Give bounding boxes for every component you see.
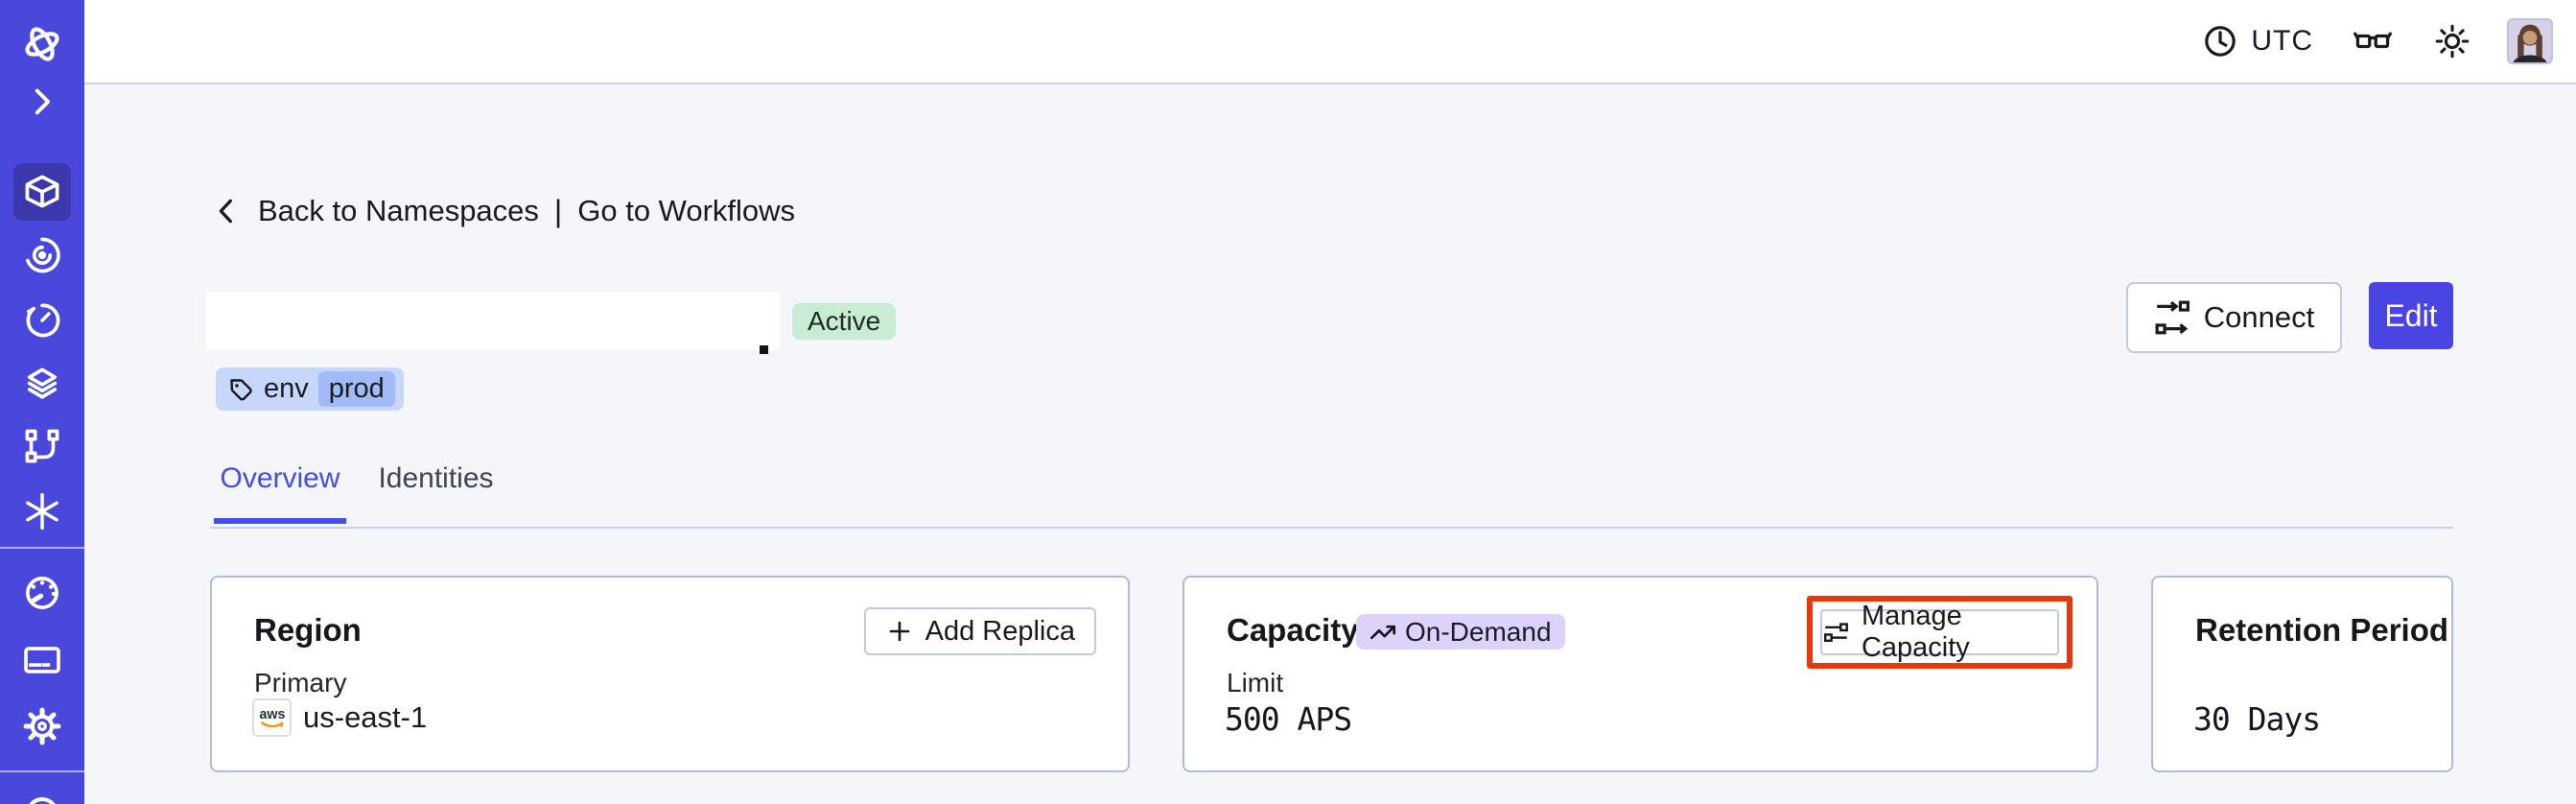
primary-label: Primary [254, 668, 347, 698]
annotation-highlight-box: Manage Capacity [1807, 596, 2073, 669]
breadcrumb-separator: | [553, 193, 563, 228]
theme-toggle[interactable] [2432, 21, 2472, 61]
sidebar [0, 0, 84, 804]
sidebar-expand-button[interactable] [0, 73, 84, 130]
asterisk-icon [26, 492, 59, 531]
chevron-right-icon [35, 88, 51, 115]
tag-icon [230, 378, 252, 400]
clock-history-icon [26, 303, 60, 338]
manage-capacity-label: Manage Capacity [1861, 601, 1970, 663]
breadcrumb: Back to Namespaces | Go to Workflows [210, 192, 795, 230]
chevron-left-icon[interactable] [210, 195, 243, 227]
region-value: us-east-1 [303, 700, 428, 734]
sidebar-item-spiral[interactable] [0, 226, 84, 284]
timezone-button[interactable] [2201, 22, 2239, 60]
tag-value-label: prod [317, 371, 395, 407]
sidebar-item-branch[interactable] [0, 417, 84, 475]
spiral-eye-icon [26, 237, 60, 273]
connect-button[interactable]: Connect [2126, 282, 2342, 353]
tabs-divider-line [210, 527, 2453, 529]
tab-overview[interactable]: Overview [214, 462, 346, 524]
gear-icon [23, 707, 61, 745]
add-replica-button[interactable]: Add Replica [863, 607, 1096, 655]
capacity-card-title: Capacity [1227, 612, 1359, 648]
status-badge: Active [792, 303, 897, 340]
sidebar-divider [0, 547, 84, 549]
sun-icon [2435, 24, 2470, 59]
avatar[interactable] [2507, 18, 2553, 64]
region-card-title: Region [254, 612, 362, 648]
circle-partial-icon[interactable] [26, 797, 59, 804]
manage-capacity-button[interactable]: Manage Capacity [1820, 601, 2059, 663]
region-card: Region Add Replica Primary aws us-east-1 [210, 576, 1130, 772]
topbar: UTC [84, 0, 2576, 84]
sidebar-divider [0, 770, 84, 772]
svg-text:aws: aws [259, 707, 285, 722]
capacity-value: 500 APS [1225, 700, 1352, 738]
title-text-artifact [760, 345, 768, 354]
branch-icon [25, 429, 59, 463]
cube-icon [25, 175, 59, 208]
connect-icon [2155, 300, 2190, 335]
sidebar-item-billing[interactable] [0, 631, 84, 689]
gauge-icon [26, 577, 59, 609]
sidebar-item-history[interactable] [0, 292, 84, 349]
timezone-label[interactable]: UTC [2251, 25, 2313, 57]
on-demand-label: On-Demand [1405, 616, 1552, 647]
connect-label: Connect [2203, 300, 2315, 334]
sliders-icon [1824, 623, 1848, 643]
retention-value: 30 Days [2193, 700, 2321, 738]
trending-up-icon [1370, 625, 1396, 639]
sidebar-item-nexus[interactable] [0, 483, 84, 540]
layers-icon [27, 367, 58, 399]
retention-card: Retention Period 30 Days [2151, 576, 2453, 772]
glasses-icon [2354, 32, 2392, 49]
sidebar-item-usage[interactable] [0, 564, 84, 622]
edit-button[interactable]: Edit [2369, 282, 2453, 349]
add-replica-label: Add Replica [925, 615, 1075, 647]
clock-icon [2205, 26, 2236, 57]
aws-logo: aws [252, 698, 292, 737]
temporal-logo-icon [0, 15, 84, 73]
labs-toggle[interactable] [2352, 20, 2394, 62]
retention-card-title: Retention Period [2195, 612, 2449, 648]
capacity-card: Capacity On-Demand Manage Capacity Limit… [1183, 576, 2098, 772]
tab-identities[interactable]: Identities [378, 462, 494, 494]
credit-card-icon [24, 647, 60, 674]
plus-icon [889, 621, 909, 642]
limit-label: Limit [1227, 668, 1284, 698]
tag-chip[interactable]: env prod [216, 367, 404, 411]
tag-key-label: env [264, 373, 309, 404]
region-value-row: aws us-east-1 [252, 698, 427, 737]
go-to-workflows-link[interactable]: Go to Workflows [577, 194, 796, 227]
back-to-namespaces-link[interactable]: Back to Namespaces [258, 194, 539, 227]
on-demand-badge: On-Demand [1356, 614, 1565, 650]
sidebar-item-layers[interactable] [0, 355, 84, 413]
sidebar-item-settings[interactable] [0, 698, 84, 755]
sidebar-item-namespaces[interactable] [13, 163, 71, 221]
namespace-title-redacted [206, 292, 780, 350]
